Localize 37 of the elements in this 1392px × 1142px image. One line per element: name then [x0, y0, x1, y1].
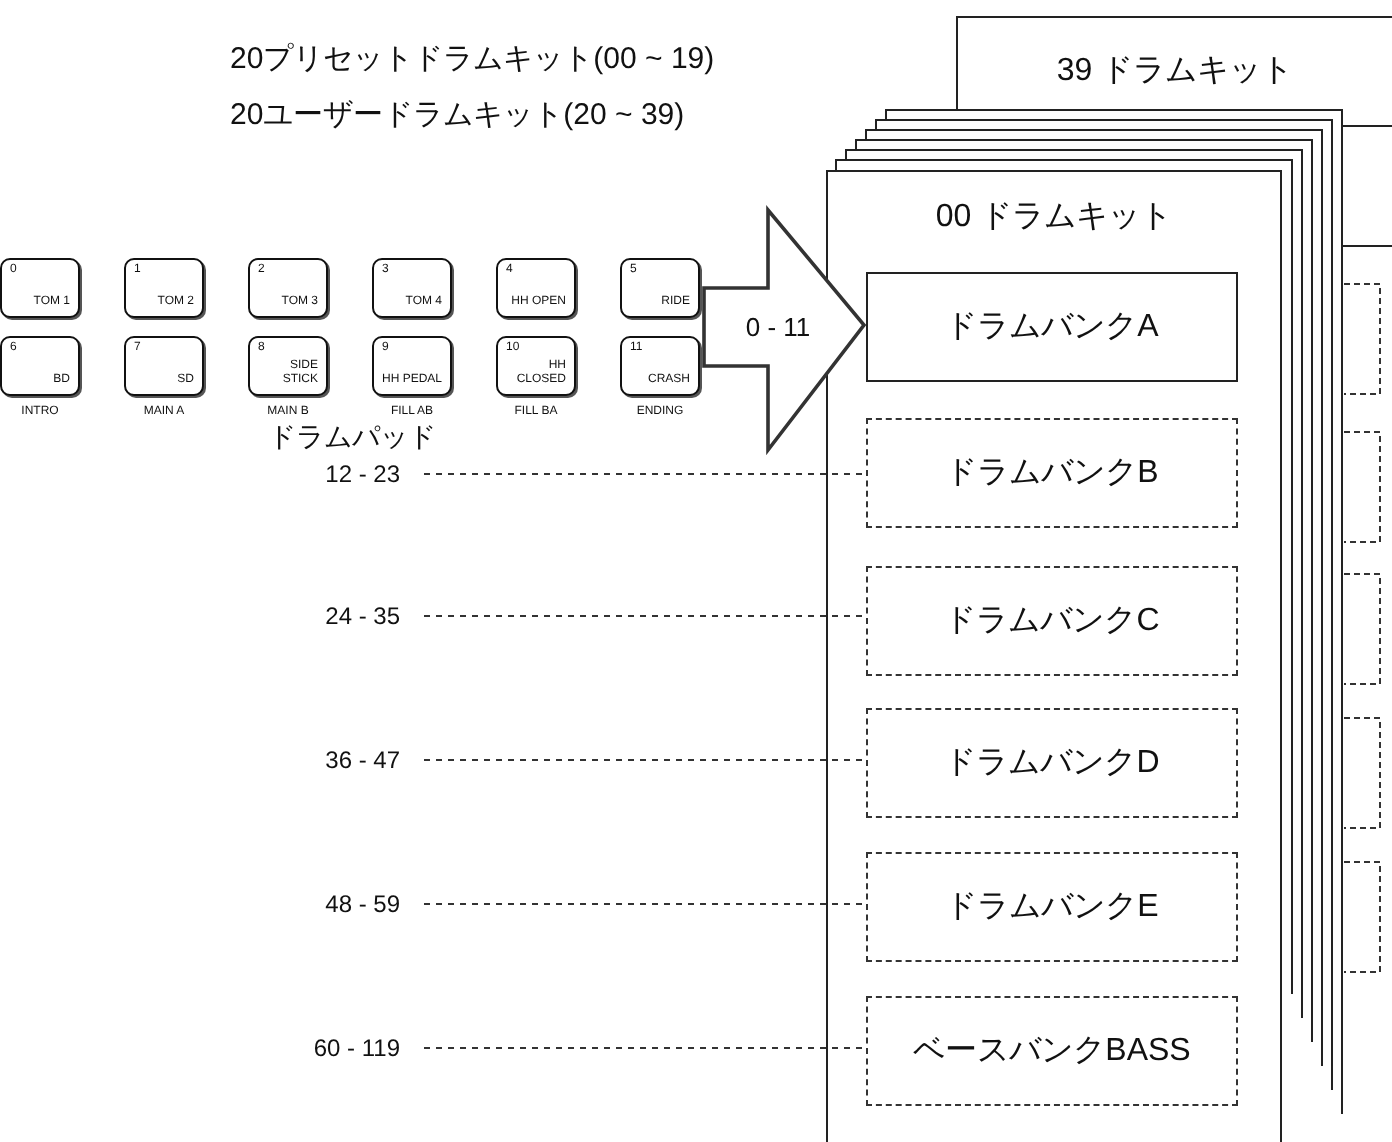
bank-box: ドラムバンクB	[866, 418, 1238, 528]
drum-pad	[248, 258, 328, 318]
bank-box: ドラムバンクC	[866, 566, 1238, 676]
page-card	[956, 16, 1392, 110]
bank-box: ドラムバンクA	[866, 272, 1238, 382]
range-label: 60 - 119	[313, 1034, 400, 1062]
leader-line	[423, 1047, 865, 1049]
page-heading: 00 ドラムキット	[933, 198, 1175, 238]
drum-pad	[372, 336, 452, 396]
drum-pad	[0, 336, 80, 396]
range-label: 12 - 23	[325, 460, 400, 488]
range-label: 48 - 59	[325, 890, 400, 918]
drum-pad	[124, 258, 204, 318]
drum-pad	[496, 258, 576, 318]
leader-line	[423, 759, 865, 761]
page-heading: 39 ドラムキット	[1054, 52, 1296, 92]
drum-pad	[248, 336, 328, 396]
drum-pad	[620, 336, 700, 396]
leader-line	[423, 615, 865, 617]
bank-box: ベースバンクBASS	[866, 996, 1238, 1106]
drum-pad	[0, 258, 80, 318]
bank-box: ドラムバンクD	[866, 708, 1238, 818]
leader-line	[423, 473, 865, 475]
drum-pad	[496, 336, 576, 396]
header-text: 20プリセットドラムキット(00 ~ 19)	[230, 40, 715, 78]
page-card	[826, 170, 1282, 1142]
block-arrow	[702, 205, 867, 456]
range-label: 24 - 35	[325, 602, 400, 630]
edge-label: 0 - 11	[745, 312, 811, 342]
header-text: 20ユーザードラムキット(20 ~ 39)	[230, 96, 685, 134]
range-label: 36 - 47	[325, 746, 400, 774]
drum-pad	[620, 258, 700, 318]
leader-line	[423, 903, 865, 905]
panel-heading: ドラムパッド	[268, 420, 436, 456]
drum-pad	[372, 258, 452, 318]
bank-box: ドラムバンクE	[866, 852, 1238, 962]
drum-pad	[124, 336, 204, 396]
